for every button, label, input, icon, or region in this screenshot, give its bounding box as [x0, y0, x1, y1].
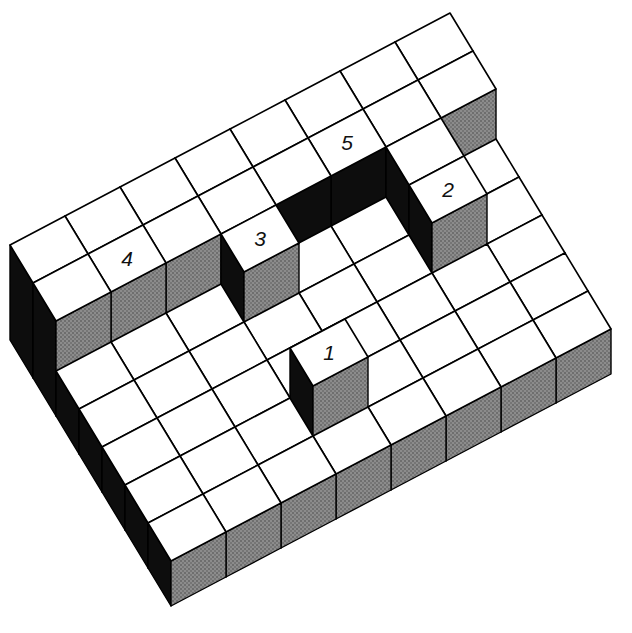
callout-number: 3: [254, 228, 266, 249]
callout-number: 4: [121, 248, 133, 269]
terrain-cell: [148, 494, 226, 606]
top-face: [148, 494, 226, 561]
callout-number: 2: [442, 179, 454, 200]
top-face: [290, 319, 368, 386]
top-face: [33, 254, 111, 321]
callout-number: 5: [341, 132, 353, 153]
top-face: [409, 156, 487, 223]
callout-number: 1: [323, 342, 335, 363]
top-face: [221, 205, 299, 272]
